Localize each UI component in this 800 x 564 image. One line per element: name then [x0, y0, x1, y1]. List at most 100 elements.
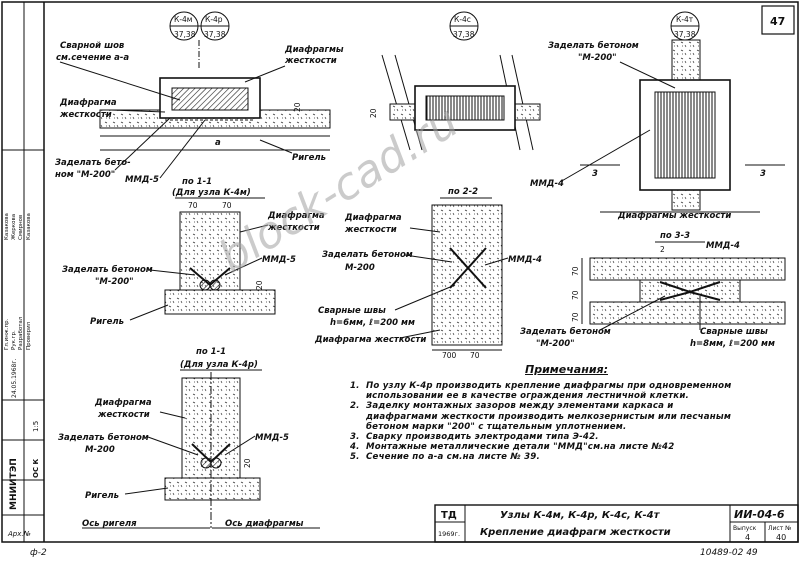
label-stiffness-a: жесткости — [59, 110, 112, 120]
note-line-6: 3. Сварку производить электродами типа Э… — [350, 432, 599, 443]
label-welds-d2: h=8мм, ℓ=200 мм — [690, 339, 775, 349]
wall-b — [179, 211, 241, 293]
label-diaphragm-c: Диафрагма — [344, 213, 402, 223]
label-m200-d: "М-200" — [536, 339, 575, 349]
strip-doc: ОС К — [32, 458, 40, 478]
sheet-number-box — [761, 5, 795, 35]
upper-slab-d — [589, 257, 786, 281]
label-mmd5-a: ММД-5 — [125, 175, 159, 185]
rigel-e — [164, 477, 261, 501]
sheets-a2: 37,38 — [204, 30, 226, 39]
dim-70-c: 70 — [470, 351, 480, 360]
strip-scale: 1:5 — [32, 421, 40, 432]
lower-slab-d — [589, 301, 786, 325]
note-line-5: бетоном марки "200" с тщательным уплотне… — [350, 421, 627, 432]
title-section-22: по 2-2 — [448, 187, 478, 197]
label-stiffness-e: жесткости — [97, 410, 150, 420]
frame-outer — [1, 1, 799, 543]
dim-70-b: 70 — [222, 201, 232, 210]
strip-name-4: Казакова — [26, 213, 32, 240]
tb-sheet-label: Лист № — [768, 525, 791, 532]
label-m200-e: М-200 — [85, 445, 115, 455]
dim-70-d: 70 — [571, 266, 580, 276]
note-line-8: 5. Сечение по а-а см.на листе № 39. — [350, 452, 540, 463]
label-concrete-d: Заделать бетоном — [520, 326, 611, 337]
strip-org: МНИИТЭП — [9, 458, 19, 510]
strip-name-3: Смирнов — [18, 215, 24, 240]
title-section-33: по 3-3 — [660, 231, 690, 241]
detail-k4m-top: К-4м К-4р 37,38 37,38 а 20 Сварной шов с… — [55, 11, 344, 185]
tb-year: 1969г. — [438, 530, 460, 538]
mark-3-left: 3 — [592, 169, 598, 179]
title-for-k4r: (Для узла К-4р) — [180, 360, 258, 370]
detail-k4s-top: К-4с 37,38 20 — [369, 11, 541, 151]
label-rigel-b: Ригель — [90, 317, 124, 327]
strip-arch: Арх.№ — [7, 530, 31, 538]
label-rigel-e: Ригель — [85, 491, 119, 501]
mark-3-right: 3 — [760, 169, 766, 179]
label-mmd4-c: ММД-4 — [508, 255, 542, 265]
label-m200-b: "М-200" — [95, 277, 134, 287]
strip-role-2: Рук.гр. — [11, 330, 17, 350]
note-line-2: использовании ее в качестве ограждения л… — [350, 391, 690, 402]
note-line-7: 4. Монтажные металлические детали "ММД"с… — [350, 442, 675, 453]
label-concrete-a: Заделать бето- — [55, 157, 131, 168]
label-diaphragms-top: Диафрагмы — [284, 45, 344, 55]
sheets-b: 37,38 — [453, 30, 475, 39]
label-concrete-c: Заделать бетоном — [322, 249, 413, 260]
label-see-section: см.сечение а-а — [56, 53, 129, 63]
section-33: по 3-3 2 ММД-4 70 70 70 Заделать бетоном… — [520, 231, 786, 349]
wall-c — [431, 204, 503, 346]
code-k4r: К-4р — [205, 15, 223, 24]
title-block: ТД 1969г. Узлы К-4м, К-4р, К-4с, К-4т Кр… — [30, 504, 799, 558]
sheet-number: 47 — [770, 15, 785, 28]
tb-issue-label: Выпуск — [733, 525, 757, 532]
label-welds-c2: h=6мм, ℓ=200 мм — [330, 318, 415, 328]
label-diaphragm-a: Диафрагма — [59, 98, 117, 108]
detail-k4t-top: К-4т 37,38 3 3 Заделать бетоном "М-200" … — [530, 11, 785, 221]
label-diaphragms-stiff-d: Диафрагмы жесткости — [617, 211, 731, 221]
title-for-k4m: (Для узла К-4м) — [172, 188, 251, 198]
note-line-3: 2. Заделку монтажных зазоров между элеме… — [350, 401, 674, 412]
title-section-11: по 1-1 — [182, 177, 212, 187]
core-c — [654, 91, 716, 179]
code-k4s: К-4с — [454, 15, 471, 24]
tb-code: ИИ-04-6 — [734, 508, 785, 521]
dim-70-e: 70 — [571, 290, 580, 300]
label-mmd5-e: ММД-5 — [255, 433, 289, 443]
dim-700: 700 — [442, 351, 457, 360]
label-welds-d: Сварные швы — [700, 327, 768, 337]
label-mmd4-a: ММД-4 — [530, 179, 564, 189]
section-22: по 2-2 700 70 Диафрагма жесткости Задела… — [314, 187, 542, 360]
label-mmd4-d: ММД-4 — [706, 241, 740, 251]
strip-role-4: Проверил — [26, 321, 32, 350]
note-line-4: диафрагмами жесткости производить мелкоз… — [350, 411, 732, 422]
label-welds-c: Сварные швы — [318, 306, 386, 316]
tb-title-2: Крепление диафрагм жесткости — [480, 526, 671, 538]
notes-title: Примечания: — [525, 363, 608, 376]
mark-a: а — [215, 138, 221, 148]
dim-70-f: 70 — [571, 312, 580, 322]
title-section-11b: по 1-1 — [196, 347, 226, 357]
tb-td: ТД — [441, 510, 457, 521]
strip-role-3: Разработал — [18, 316, 24, 350]
stamp-right: 10489-02 49 — [700, 548, 758, 558]
label-stiffness-c: жесткости — [344, 225, 397, 235]
strip-date: 24.05.1968г. — [11, 358, 18, 398]
label-mmd5-b: ММД-5 — [262, 255, 296, 265]
dim-20-d: 20 — [243, 458, 252, 468]
core-a — [171, 87, 249, 111]
label-concrete-e: Заделать бетоном — [58, 432, 149, 443]
left-strip: МНИИТЭП ОС К 1:5 24.05.1968г. Арх.№ Гл.и… — [2, 2, 44, 542]
strip-name-1: Казакова — [4, 213, 10, 240]
label-diaphragm-stiff-c: Диафрагма жесткости — [314, 335, 426, 345]
sheets-c: 37,38 — [674, 30, 696, 39]
core-b — [425, 95, 505, 121]
label-stiffness-top: жесткости — [284, 56, 337, 66]
notes-list: 1. По узлу К-4р производить крепление ди… — [350, 381, 790, 463]
label-rigel-a: Ригель — [292, 153, 326, 163]
tb-title-1: Узлы К-4м, К-4р, К-4с, К-4т — [500, 510, 661, 521]
tb-sheet: 40 — [776, 533, 786, 542]
label-diaphragm-b: Диафрагма — [267, 211, 325, 221]
